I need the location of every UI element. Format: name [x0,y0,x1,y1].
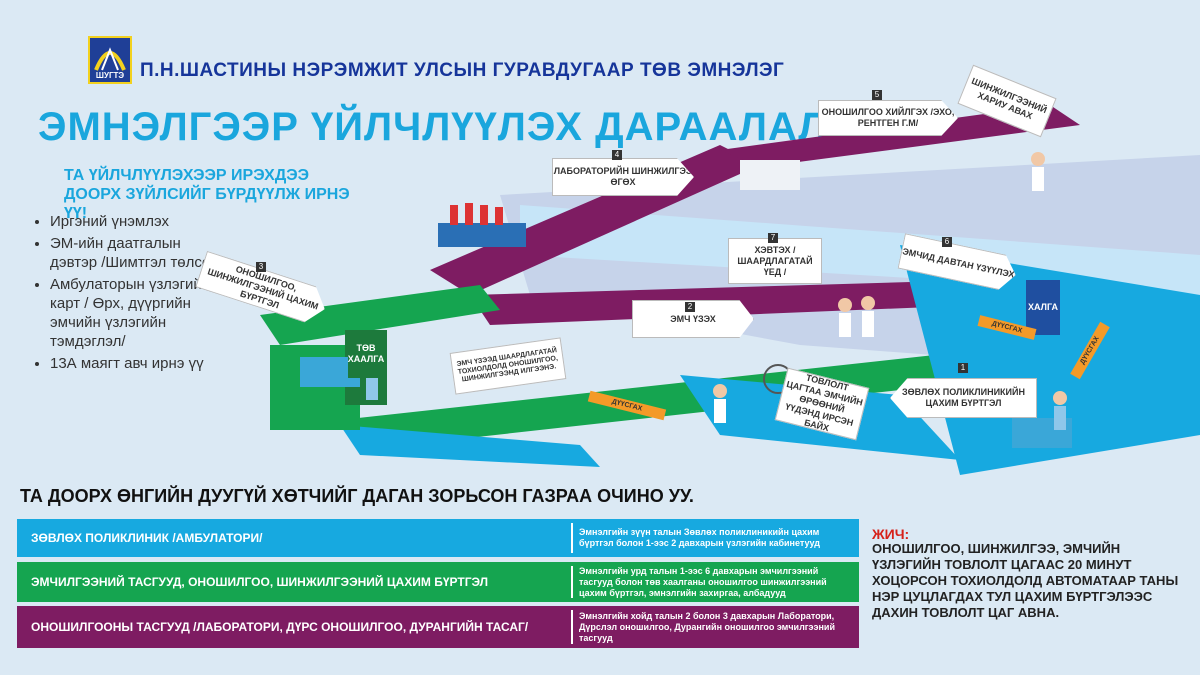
route-name: ЭМЧИЛГЭЭНИЙ ТАСГУУД, ОНОШИЛГОО, ШИНЖИЛГЭ… [31,575,489,589]
sign-step-5: ОНОШИЛГОО ХИЙЛГЭХ /ЭХО, РЕНТГЕН Г.М/ [818,100,958,136]
logo-arc-icon [94,47,126,71]
requirement-item: ЭМ-ийн даатгалын дэвтэр /Шимтгэл төлсөн/ [50,234,230,272]
sign-main-gate-text: ТӨВ ХААЛГА [347,343,385,364]
step-2-badge: 2 [685,302,695,312]
requirement-item: Амбулаторын үзлэгийн карт / Өрх, дүүргий… [50,275,230,351]
sign-step-1: ЗӨВЛӨХ ПОЛИКЛИНИКИЙН ЦАХИМ БҮРТГЭЛ [890,378,1037,418]
requirement-item: 13А маягт авч ирнэ үү [50,354,230,373]
sign-step-1-text: ЗӨВЛӨХ ПОЛИКЛИНИКИЙН ЦАХИМ БҮРТГЭЛ [902,387,1025,408]
sign-gate-right: ХАЛГА [1026,280,1060,335]
step-4-badge: 4 [612,150,622,160]
page-subtitle: ТА ҮЙЛЧЛҮҮЛЭХЭЭР ИРЭХДЭЭ ДООРХ ЗҮЙЛСИЙГ … [64,167,350,222]
route-divider [571,566,573,598]
route-divider [571,610,573,644]
hospital-route-map: ЗӨВЛӨХ ПОЛИКЛИНИКИЙН ЦАХИМ БҮРТГЭЛ 1 ЭМЧ… [200,64,1200,485]
route-description: Эмнэлгийн хойд талын 2 болон 3 давхарын … [579,610,835,643]
page-title: ЭМНЭЛГЭЭР ҮЙЛЧЛҮҮЛЭХ ДАРААЛАЛ [38,105,828,149]
requirement-item: Иргэний үнэмлэх [50,212,230,231]
route-description: Эмнэлгийн зүүн талын Зөвлөх поликлиникий… [579,527,821,548]
hospital-name: П.Н.ШАСТИНЫ НЭРЭМЖИТ УЛСЫН ГУРАВДУГААР Т… [140,60,785,81]
sign-step-4: ЛАБОРАТОРИЙН ШИНЖИЛГЭЭ ӨГӨХ [552,158,694,196]
step-7-badge: 7 [768,233,778,243]
route-description: Эмнэлгийн урд талын 1-ээс 6 давхарын эмч… [579,565,827,598]
sign-gate-right-text: ХАЛГА [1028,302,1058,312]
route-row-diagnostics: ОНОШИЛГООНЫ ТАСГУУД /ЛАБОРАТОРИ, ДҮРС ОН… [17,606,859,648]
route-name: ЗӨВЛӨХ ПОЛИКЛИНИК /АМБУЛАТОРИ/ [31,531,263,545]
step-6-badge: 6 [942,237,952,247]
requirements-list: Иргэний үнэмлэх ЭМ-ийн даатгалын дэвтэр … [32,212,230,376]
route-guide-heading: ТА ДООРХ ӨНГИЙН ДУУГҮЙ ХӨТЧИЙГ ДАГАН ЗОР… [20,486,694,506]
sign-step-2-text: ЭМЧ ҮЗЭХ [670,313,716,324]
hospital-logo: ШУГТЭ [88,36,132,84]
route-row-polyclinic: ЗӨВЛӨХ ПОЛИКЛИНИК /АМБУЛАТОРИ/ Эмнэлгийн… [17,519,859,557]
step-3-badge: 3 [256,262,266,272]
sign-main-gate: ТӨВ ХААЛГА [348,330,384,378]
sign-step-5-text: ОНОШИЛГОО ХИЙЛГЭХ /ЭХО, РЕНТГЕН Г.М/ [821,107,955,128]
sign-step-7-text: ХЭВТЭХ / ШААРДЛАГАТАЙ ҮЕД / [737,244,813,277]
logo-text: ШУГТЭ [95,71,125,80]
note-title: ЖИЧ: [872,526,910,542]
sign-step-7: ХЭВТЭХ / ШААРДЛАГАТАЙ ҮЕД / [728,238,822,284]
step-1-badge: 1 [958,363,968,373]
route-divider [571,523,573,553]
route-name: ОНОШИЛГООНЫ ТАСГУУД /ЛАБОРАТОРИ, ДҮРС ОН… [31,620,529,634]
note-text: ОНОШИЛГОО, ШИНЖИЛГЭЭ, ЭМЧИЙН ҮЗЛЭГИЙН ТО… [872,541,1179,620]
sign-doctor-referral-text: ЭМЧ ҮЗЭЭД ШААРДЛАГАТАЙ ТОХИОЛДОЛД ОНОШИЛ… [456,347,559,384]
sign-step-4-text: ЛАБОРАТОРИЙН ШИНЖИЛГЭЭ ӨГӨХ [553,166,693,187]
route-row-treatment: ЭМЧИЛГЭЭНИЙ ТАСГУУД, ОНОШИЛГОО, ШИНЖИЛГЭ… [17,562,859,602]
step-5-badge: 5 [872,90,882,100]
